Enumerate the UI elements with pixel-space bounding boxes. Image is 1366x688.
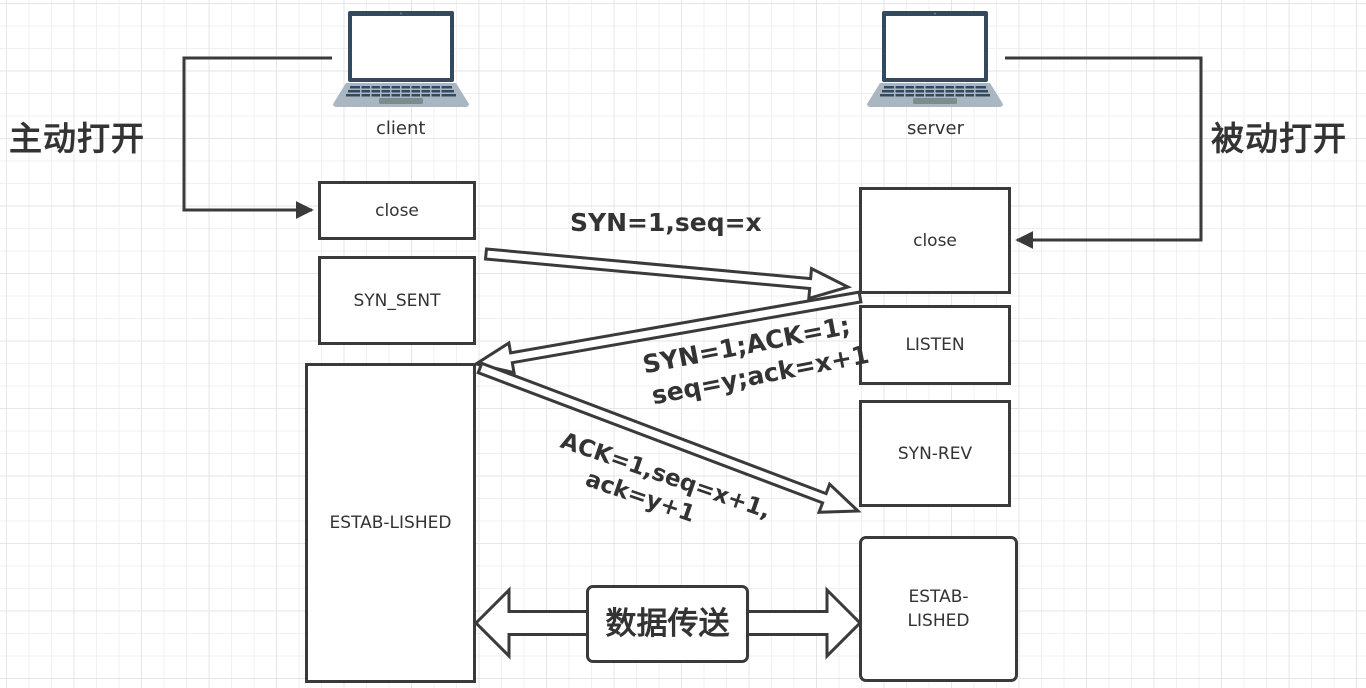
server-open-connector <box>1005 56 1203 249</box>
syn-message-label: SYN=1,seq=x <box>570 208 762 237</box>
data-transfer-box[interactable]: 数据传送 <box>586 585 749 663</box>
client-state-close[interactable]: close <box>318 181 476 240</box>
client-state-close-label: close <box>375 200 419 221</box>
server-state-established-label-line2: LISHED <box>907 611 970 631</box>
client-state-established-label: ESTAB-LISHED <box>329 513 452 533</box>
server-state-close-label: close <box>913 230 957 251</box>
passive-open-label: 被动打开 <box>1211 119 1347 158</box>
server-laptop-icon <box>866 10 1004 112</box>
ack-arrow <box>476 361 862 514</box>
server-label: server <box>907 118 964 139</box>
syn-arrow <box>483 247 853 301</box>
server-state-listen-label: LISTEN <box>905 335 965 355</box>
data-transfer-label: 数据传送 <box>605 606 730 642</box>
client-open-connector <box>182 56 332 219</box>
server-state-close[interactable]: close <box>859 187 1011 294</box>
client-label: client <box>376 118 426 139</box>
server-state-established-label-line1: ESTAB- <box>908 587 969 607</box>
server-state-syn-rev[interactable]: SYN-REV <box>859 400 1011 507</box>
client-laptop-icon <box>332 10 470 112</box>
server-state-syn-rev-label: SYN-REV <box>897 443 973 464</box>
client-state-established[interactable]: ESTAB-LISHED <box>305 363 476 683</box>
client-state-syn-sent-label: SYN_SENT <box>353 290 441 311</box>
server-state-listen[interactable]: LISTEN <box>859 305 1011 385</box>
active-open-label: 主动打开 <box>9 119 145 158</box>
server-state-established[interactable]: ESTAB- LISHED <box>859 536 1018 682</box>
client-state-syn-sent[interactable]: SYN_SENT <box>318 256 476 345</box>
